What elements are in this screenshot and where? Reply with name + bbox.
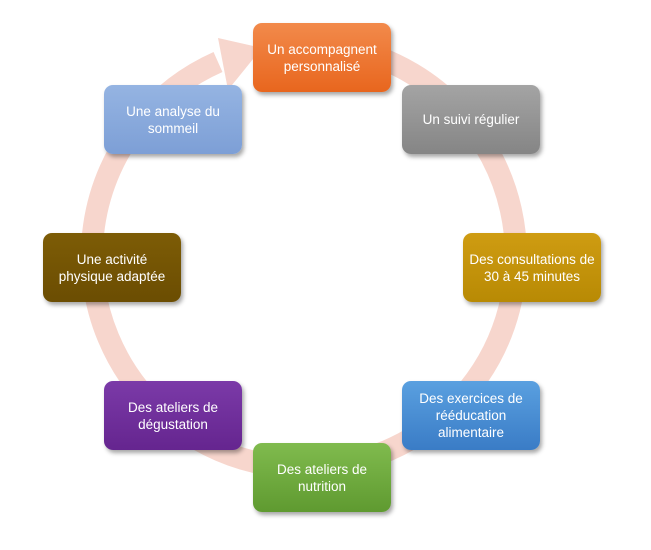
node-label: Un suivi régulier	[422, 112, 520, 127]
node-label: Une analyse du sommeil	[126, 103, 220, 136]
node-ateliers-nutrition: Des ateliers de nutrition	[253, 443, 391, 512]
node-suivi: Un suivi régulier	[402, 85, 540, 154]
node-label: Une activité physique adaptée	[58, 251, 166, 284]
node-ateliers-degustation: Des ateliers de dégustation	[104, 381, 242, 450]
node-consultations: Des consultations de 30 à 45 minutes	[463, 233, 601, 302]
node-activite-physique: Une activité physique adaptée	[43, 233, 181, 302]
node-analyse-sommeil: Une analyse du sommeil	[104, 85, 242, 154]
node-label: Des ateliers de nutrition	[276, 461, 368, 494]
node-label: Des ateliers de dégustation	[127, 399, 219, 432]
cycle-arrowhead	[218, 38, 262, 90]
node-accompagnement: Un accompagnent personnalisé	[253, 23, 391, 92]
node-label: Des exercices de rééducation alimentaire	[419, 391, 523, 440]
node-label: Un accompagnent personnalisé	[267, 41, 377, 74]
node-label: Des consultations de 30 à 45 minutes	[469, 251, 595, 284]
node-exercices: Des exercices de rééducation alimentaire	[402, 381, 540, 450]
